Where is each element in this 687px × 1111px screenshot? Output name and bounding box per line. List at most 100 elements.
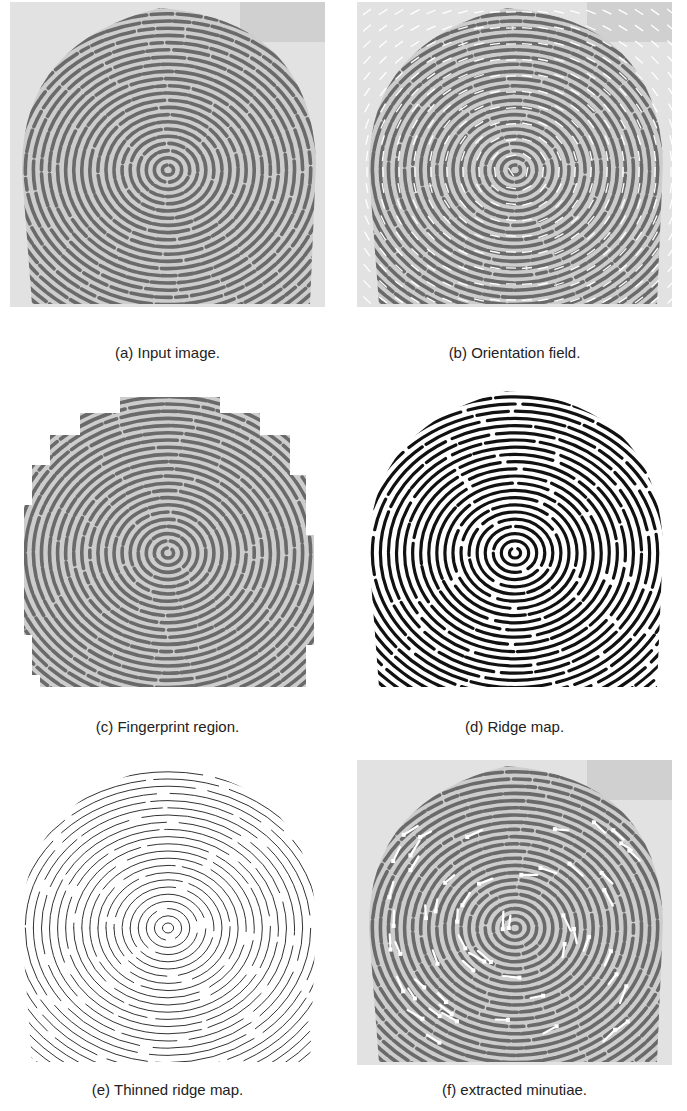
ridge-line (437, 100, 593, 240)
ridge-line (364, 793, 666, 1062)
orientation-tick (636, 104, 641, 112)
ridge-line (138, 901, 198, 954)
minutia-mark (503, 976, 519, 978)
orientation-tick (411, 73, 419, 79)
orientation-tick (506, 107, 516, 109)
minutia-point (615, 972, 619, 976)
minutia-mark (393, 847, 400, 861)
ridge-line (0, 743, 375, 1111)
region-fill (357, 760, 672, 1065)
ridge-line (162, 165, 173, 175)
orientation-tick (490, 251, 500, 253)
minutia-point (600, 871, 604, 875)
orientation-tick (590, 151, 592, 161)
orientation-tick (555, 106, 564, 111)
orientation-tick (364, 248, 370, 256)
ridge-line (364, 35, 666, 304)
orientation-tick (570, 42, 579, 46)
orientation-tick (619, 265, 627, 272)
orientation-tick (522, 76, 532, 77)
ridge-line (25, 43, 310, 298)
ridge-line (41, 57, 294, 283)
ridge-line (0, 14, 343, 326)
orientation-tick (652, 264, 659, 272)
ridge-line (146, 534, 189, 573)
orientation-tick (522, 235, 532, 236)
orientation-tick (587, 233, 594, 240)
orientation-tick (474, 75, 484, 78)
orientation-tick (574, 151, 577, 161)
orientation-field (363, 9, 675, 304)
ridge-line (332, 7, 687, 334)
orientation-tick (542, 167, 544, 177)
ridge-line (372, 801, 657, 1056)
orientation-tick (586, 26, 595, 30)
orientation-tick (474, 59, 484, 62)
ridge-line (114, 122, 222, 218)
orientation-tick (556, 200, 563, 207)
minutia-mark (502, 912, 505, 930)
orientation-tick (538, 59, 548, 61)
orientation-tick (555, 234, 564, 239)
orientation-tick (604, 120, 609, 128)
orientation-tick (619, 41, 627, 47)
ridge-line (0, 0, 391, 369)
ridge-line (106, 498, 230, 609)
orientation-tick (670, 199, 673, 209)
orientation-tick (397, 199, 400, 208)
ridge-line (477, 519, 553, 587)
orientation-tick (506, 91, 516, 93)
ridge-line (316, 0, 687, 348)
orientation-tick (603, 57, 611, 63)
minutia-mark (620, 986, 626, 1003)
orientation-tick (490, 12, 500, 13)
fingerprint-panel (0, 339, 407, 767)
orientation-tick (491, 138, 500, 143)
orientation-tick (606, 183, 608, 193)
ridge-line (316, 750, 687, 1106)
orientation-tick (621, 120, 626, 129)
fingerprint-panel (0, 0, 407, 384)
minutia-point (437, 1041, 441, 1045)
orientation-tick (571, 89, 580, 94)
minutia-mark (408, 1010, 423, 1019)
orientation-tick (474, 250, 483, 253)
ridge-line (0, 361, 383, 745)
orientation-tick (411, 281, 419, 287)
orientation-tick (459, 233, 467, 238)
orientation-tick (538, 11, 548, 12)
orientation-tick (490, 91, 500, 93)
minutia-point (402, 833, 406, 837)
orientation-tick (654, 183, 656, 193)
ridge-region (276, 339, 687, 767)
minutia-point (587, 935, 591, 939)
orientation-tick (458, 42, 467, 45)
orientation-tick (428, 120, 434, 128)
ridge-line (461, 505, 569, 601)
orientation-tick (490, 299, 500, 300)
fingerprint-panel (276, 714, 687, 1111)
orientation-tick (379, 57, 386, 64)
ridge-line (405, 454, 626, 651)
orientation-tick (651, 297, 659, 304)
orientation-tick (670, 135, 672, 145)
orientation-tick (443, 89, 451, 95)
orientation-tick (491, 202, 500, 206)
orientation-tick (554, 283, 564, 286)
orientation-tick (571, 233, 579, 239)
minutia-mark (404, 826, 418, 835)
minutia-point (408, 868, 412, 872)
ridge-line (324, 382, 687, 723)
orientation-tick (638, 151, 639, 161)
orientation-tick (573, 183, 577, 192)
orientation-tick (555, 121, 563, 127)
orientation-tick (574, 167, 576, 177)
minutia-point (422, 985, 426, 989)
orientation-tick (490, 267, 500, 269)
ridge-line (493, 909, 536, 948)
minutia-point (391, 859, 395, 863)
orientation-tick (635, 25, 643, 31)
ridge-line (114, 880, 222, 976)
orientation-tick (621, 135, 624, 144)
ridge-line (356, 786, 674, 1070)
